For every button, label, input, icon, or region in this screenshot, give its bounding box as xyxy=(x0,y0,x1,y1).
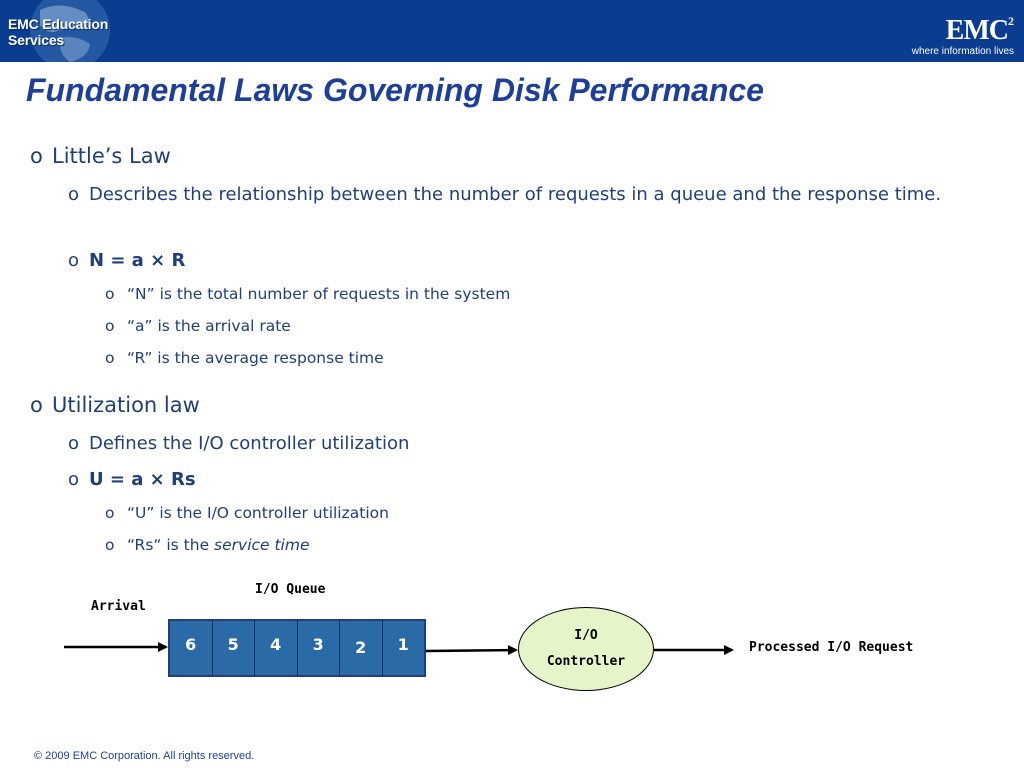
bullet-marker: o xyxy=(105,349,115,367)
bullet-def-rs: o “Rs“ is the service time xyxy=(105,534,310,556)
queue-cell: 4 xyxy=(255,621,298,675)
rs-def-prefix: “Rs“ is the xyxy=(127,536,215,554)
emc-logo-mark: EMC2 xyxy=(945,14,1014,46)
emc-logo: EMC2 where information lives xyxy=(902,6,1014,57)
bullet-text: “Rs“ is the service time xyxy=(127,534,310,556)
bullet-marker: o xyxy=(68,250,80,271)
queue-cell: 2 xyxy=(340,621,383,675)
header-bar: EMC Education Services EMC2 where inform… xyxy=(0,0,1024,62)
globe-icon xyxy=(30,0,110,62)
bullet-text: Defines the I/O controller utilization xyxy=(89,433,410,454)
emc-logo-tagline: where information lives xyxy=(911,46,1014,57)
bullet-marker: o xyxy=(105,285,115,303)
bullet-marker: o xyxy=(68,433,80,454)
bullet-def-n: o “N” is the total number of requests in… xyxy=(105,283,510,305)
bullet-marker: o xyxy=(68,184,80,205)
bullet-marker: o xyxy=(30,393,43,417)
bullet-marker: o xyxy=(30,144,43,168)
queue-cell: 1 xyxy=(382,621,424,675)
rs-def-emphasis: service time xyxy=(214,536,310,554)
bullet-text: “U” is the I/O controller utilization xyxy=(127,504,389,522)
slide-title: Fundamental Laws Governing Disk Performa… xyxy=(26,72,764,108)
bullet-marker: o xyxy=(105,536,115,554)
emc-education-services-logo: EMC Education Services xyxy=(0,0,160,62)
formula-text: N = a × R xyxy=(89,250,186,271)
arrival-label: Arrival xyxy=(91,599,146,614)
bullet-text: “N” is the total number of requests in t… xyxy=(127,285,511,303)
diagram-arrows xyxy=(64,642,734,656)
queue-cell: 6 xyxy=(170,621,213,675)
bullet-littles-formula: o N = a × R xyxy=(68,247,185,275)
io-controller: I/O Controller xyxy=(518,607,654,691)
bullet-text: Utilization law xyxy=(52,393,200,417)
controller-label-line1: I/O xyxy=(574,628,598,643)
copyright-footer: © 2009 EMC Corporation. All rights reser… xyxy=(34,750,255,762)
bullet-utilization-formula: o U = a × Rs xyxy=(68,466,196,494)
bullet-marker: o xyxy=(105,317,115,335)
queue-cell: 5 xyxy=(212,621,255,675)
bullet-littles-description: o Describes the relationship between the… xyxy=(68,181,968,209)
io-queue: 6 5 4 3 2 1 xyxy=(168,619,426,677)
queue-diagram: I/O Queue Arrival 6 5 4 3 2 1 I/O Contro… xyxy=(0,570,1024,720)
bullet-utilization-law: o Utilization law xyxy=(30,392,200,418)
bullet-text: “a” is the arrival rate xyxy=(127,317,291,335)
bullet-def-a: o “a” is the arrival rate xyxy=(105,315,291,337)
bullet-def-u: o “U” is the I/O controller utilization xyxy=(105,502,389,524)
queue-to-controller-arrow xyxy=(425,645,518,656)
bullet-text: Little’s Law xyxy=(52,144,171,168)
formula-text: U = a × Rs xyxy=(89,469,196,490)
bullet-marker: o xyxy=(68,469,80,490)
bullet-text: “R” is the average response time xyxy=(127,349,384,367)
bullet-littles-law: o Little’s Law xyxy=(30,143,171,169)
bullet-utilization-description: o Defines the I/O controller utilization xyxy=(68,430,409,458)
bullet-def-r: o “R” is the average response time xyxy=(105,347,384,369)
edu-logo-text: EMC Education Services xyxy=(8,16,109,48)
processed-request-label: Processed I/O Request xyxy=(749,640,914,655)
queue-cell: 3 xyxy=(297,621,340,675)
bullet-text: Describes the relationship between the n… xyxy=(89,184,942,205)
bullet-marker: o xyxy=(105,504,115,522)
controller-label-line2: Controller xyxy=(546,654,626,669)
io-queue-label: I/O Queue xyxy=(255,582,326,597)
